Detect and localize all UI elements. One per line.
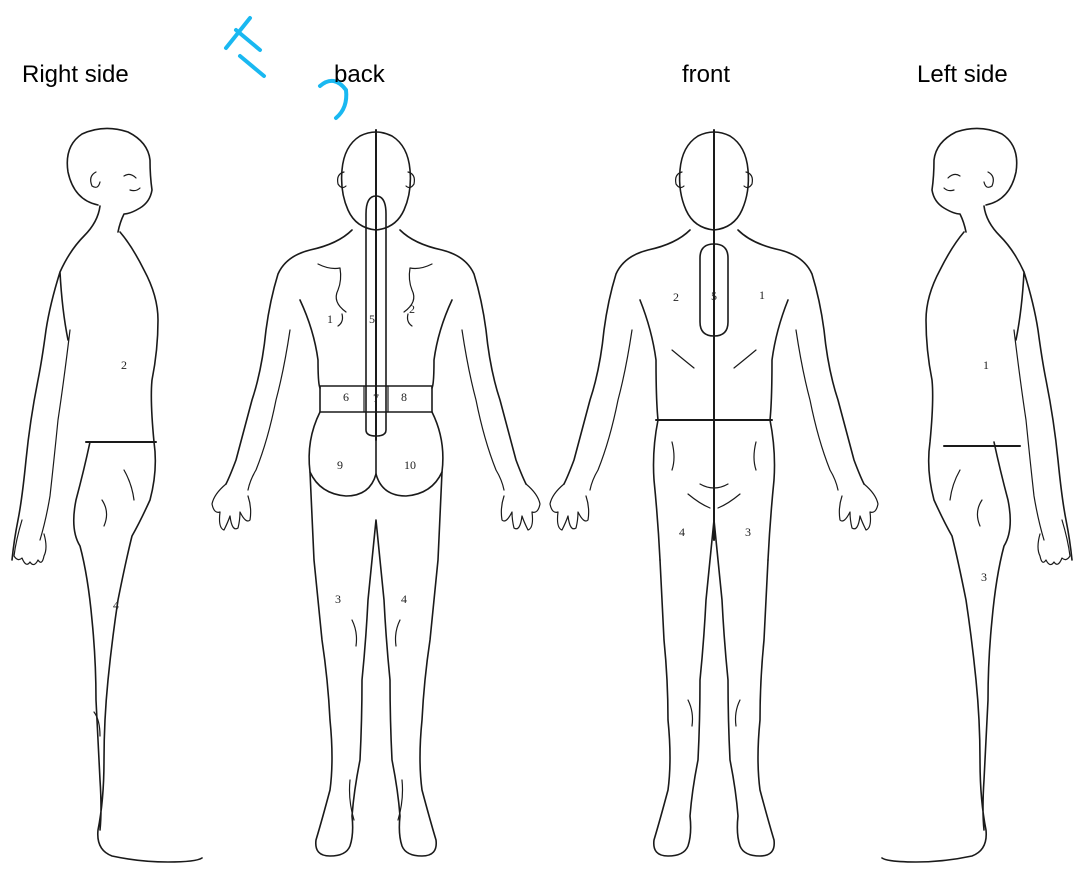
view-label-right-side: Right side <box>22 61 129 88</box>
region-label-front-3: 3 <box>745 525 751 539</box>
head-outline <box>67 128 152 232</box>
region-label-left-3: 3 <box>981 570 987 584</box>
region-label-front-1: 1 <box>759 288 765 302</box>
view-label-back: back <box>334 61 386 88</box>
region-label-back-3: 3 <box>335 592 341 606</box>
body-outline <box>882 206 1072 862</box>
head-outline <box>932 128 1017 232</box>
region-label-back-4: 4 <box>401 592 407 606</box>
region-label-right-4: 4 <box>113 598 119 612</box>
legs-outline <box>654 520 774 856</box>
view-label-left-side: Left side <box>917 61 1008 88</box>
region-label-front-5: 5 <box>711 289 717 303</box>
region-label-back-2: 2 <box>409 302 415 316</box>
region-label-back-5: 5 <box>369 312 375 326</box>
region-label-back-9: 9 <box>337 458 343 472</box>
body-outline <box>12 206 202 862</box>
figure-left-side <box>882 128 1072 862</box>
region-label-back-6: 6 <box>343 390 349 404</box>
region-label-back-10: 10 <box>404 458 416 472</box>
region-label-right-2: 2 <box>121 358 127 372</box>
view-label-front: front <box>682 61 730 88</box>
legs-outline <box>310 472 442 856</box>
watermark <box>226 18 346 118</box>
region-label-back-1: 1 <box>327 312 333 326</box>
region-label-left-1: 1 <box>983 358 989 372</box>
region-label-front-2: 2 <box>673 290 679 304</box>
region-label-back-8: 8 <box>401 390 407 404</box>
region-label-back-7: 7 <box>373 391 379 405</box>
region-label-front-4: 4 <box>679 525 685 539</box>
figure-back <box>212 130 540 856</box>
figure-front <box>550 130 878 856</box>
figure-right-side <box>12 128 202 862</box>
